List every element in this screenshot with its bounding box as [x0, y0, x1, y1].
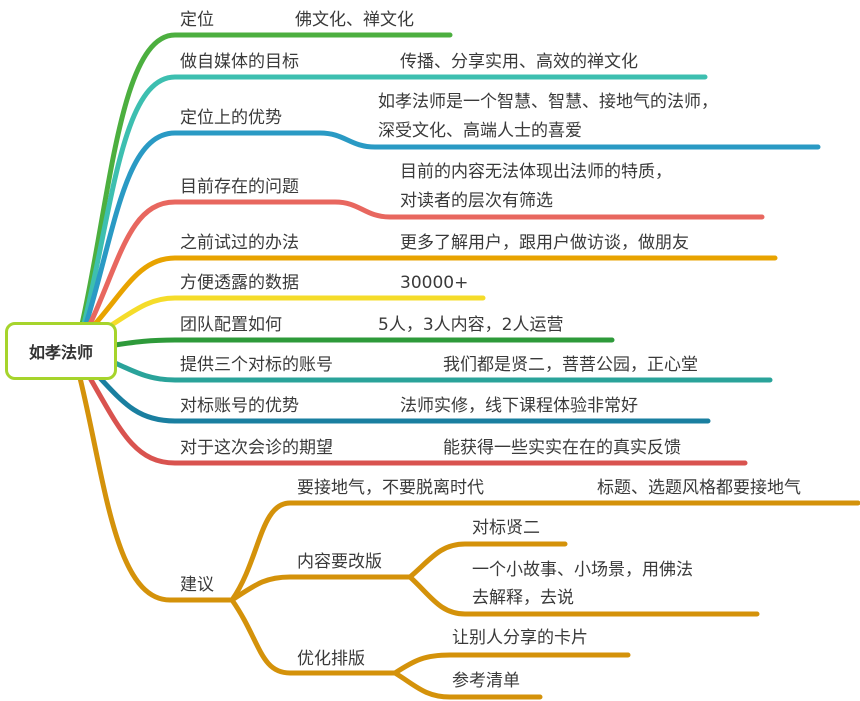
leaf-line-3-2 — [392, 670, 543, 700]
branch-line-4 — [87, 199, 765, 327]
branch-value-3a: 如孝法师是一个智慧、智慧、接地气的法师， — [378, 92, 718, 112]
branch-value-7: 5人，3人内容，2人运营 — [378, 315, 564, 335]
sub-line-3 — [229, 597, 398, 676]
branch-value-4a: 目前的内容无法体现出法师的特质， — [400, 162, 672, 182]
suggestion-leaf-2-2b: 去解释，去说 — [472, 588, 574, 608]
branch-line-8 — [110, 359, 773, 383]
branch-line-1 — [79, 32, 453, 327]
leaf-line-2-1 — [407, 541, 568, 580]
branch-label-8[interactable]: 提供三个对标的账号 — [180, 355, 333, 375]
branch-label-3[interactable]: 定位上的优势 — [180, 108, 282, 128]
branch-line-2 — [81, 74, 708, 327]
branch-label-10[interactable]: 对于这次会诊的期望 — [180, 438, 333, 458]
root-label: 如孝法师 — [28, 343, 93, 362]
branch-line-5 — [92, 255, 778, 327]
suggestion-sub-2[interactable]: 内容要改版 — [297, 552, 382, 572]
branch-label-1[interactable]: 定位 — [180, 10, 214, 30]
branch-label-9[interactable]: 对标账号的优势 — [180, 396, 299, 416]
branch-line-suggestion — [77, 375, 235, 603]
branch-line-6 — [107, 295, 486, 329]
suggestion-label[interactable]: 建议 — [180, 575, 214, 595]
branch-label-6[interactable]: 方便透露的数据 — [180, 273, 299, 293]
leaf-line-3-1 — [392, 652, 631, 676]
suggestion-leaf-3-2: 参考清单 — [452, 671, 520, 691]
branch-line-7 — [112, 337, 615, 348]
branch-label-5[interactable]: 之前试过的办法 — [180, 233, 299, 253]
suggestion-sub-1[interactable]: 要接地气，不要脱离时代 — [297, 478, 484, 498]
branch-value-1: 佛文化、禅文化 — [295, 10, 414, 30]
branch-label-7[interactable]: 团队配置如何 — [180, 315, 282, 335]
branch-label-2[interactable]: 做自媒体的目标 — [180, 52, 299, 72]
suggestion-leaf-3-1: 让别人分享的卡片 — [452, 628, 588, 648]
suggestion-leaf-2-1: 对标贤二 — [472, 518, 540, 538]
branch-value-9: 法师实修，线下课程体验非常好 — [400, 396, 638, 416]
suggestion-sub-1-value: 标题、选题风格都要接地气 — [597, 478, 801, 498]
branch-value-2: 传播、分享实用、高效的禅文化 — [400, 52, 638, 72]
branch-value-6: 30000+ — [400, 273, 469, 293]
branch-line-10 — [87, 375, 748, 466]
branch-value-4b: 对读者的层次有筛选 — [400, 191, 553, 211]
root-node[interactable]: 如孝法师 — [5, 322, 117, 380]
leaf-line-2-2 — [407, 574, 760, 617]
branch-label-4[interactable]: 目前存在的问题 — [180, 177, 299, 197]
suggestion-sub-3[interactable]: 优化排版 — [297, 649, 365, 669]
branch-value-3b: 深受文化、高端人士的喜爱 — [378, 121, 582, 141]
branch-value-8: 我们都是贤二，菩菩公园，正心堂 — [443, 355, 698, 375]
branch-value-10: 能获得一些实实在在的真实反馈 — [443, 438, 681, 458]
sub-line-2 — [229, 574, 413, 603]
branch-line-3 — [83, 130, 821, 327]
branch-value-5: 更多了解用户，跟用户做访谈，做朋友 — [400, 233, 689, 253]
suggestion-leaf-2-2a: 一个小故事、小场景，用佛法 — [472, 560, 693, 580]
branch-line-9 — [97, 375, 711, 424]
sub-line-1 — [229, 500, 860, 603]
